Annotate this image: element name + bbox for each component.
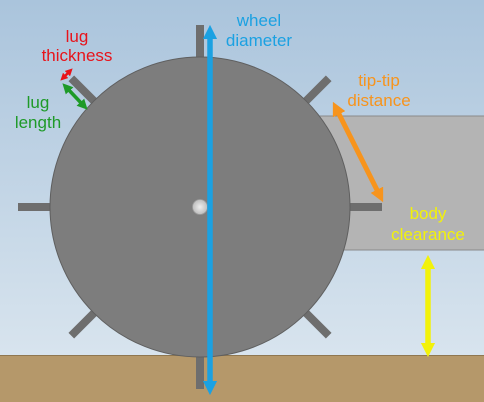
wheel-diameter-label-line1: wheel [236,11,281,30]
body-clearance-label-line2: clearance [391,225,465,244]
wheel-diameter-label-line2: diameter [226,31,292,50]
tip-tip-label-line2: distance [347,91,410,110]
lug-thickness-arrow [60,68,73,81]
hub-icon [192,199,208,215]
lug-length-arrow [62,83,88,110]
tip-tip-distance-arrow [332,101,384,203]
lug-thickness-label-line1: lug [66,27,89,46]
body-clearance-label-line1: body [410,204,447,223]
tip-tip-label-line1: tip-tip [358,71,400,90]
lug-length-label-line1: lug [27,93,50,112]
lug-length-label-line2: length [15,113,61,132]
lug-thickness-label-line2: thickness [42,46,113,65]
ground [0,355,484,402]
